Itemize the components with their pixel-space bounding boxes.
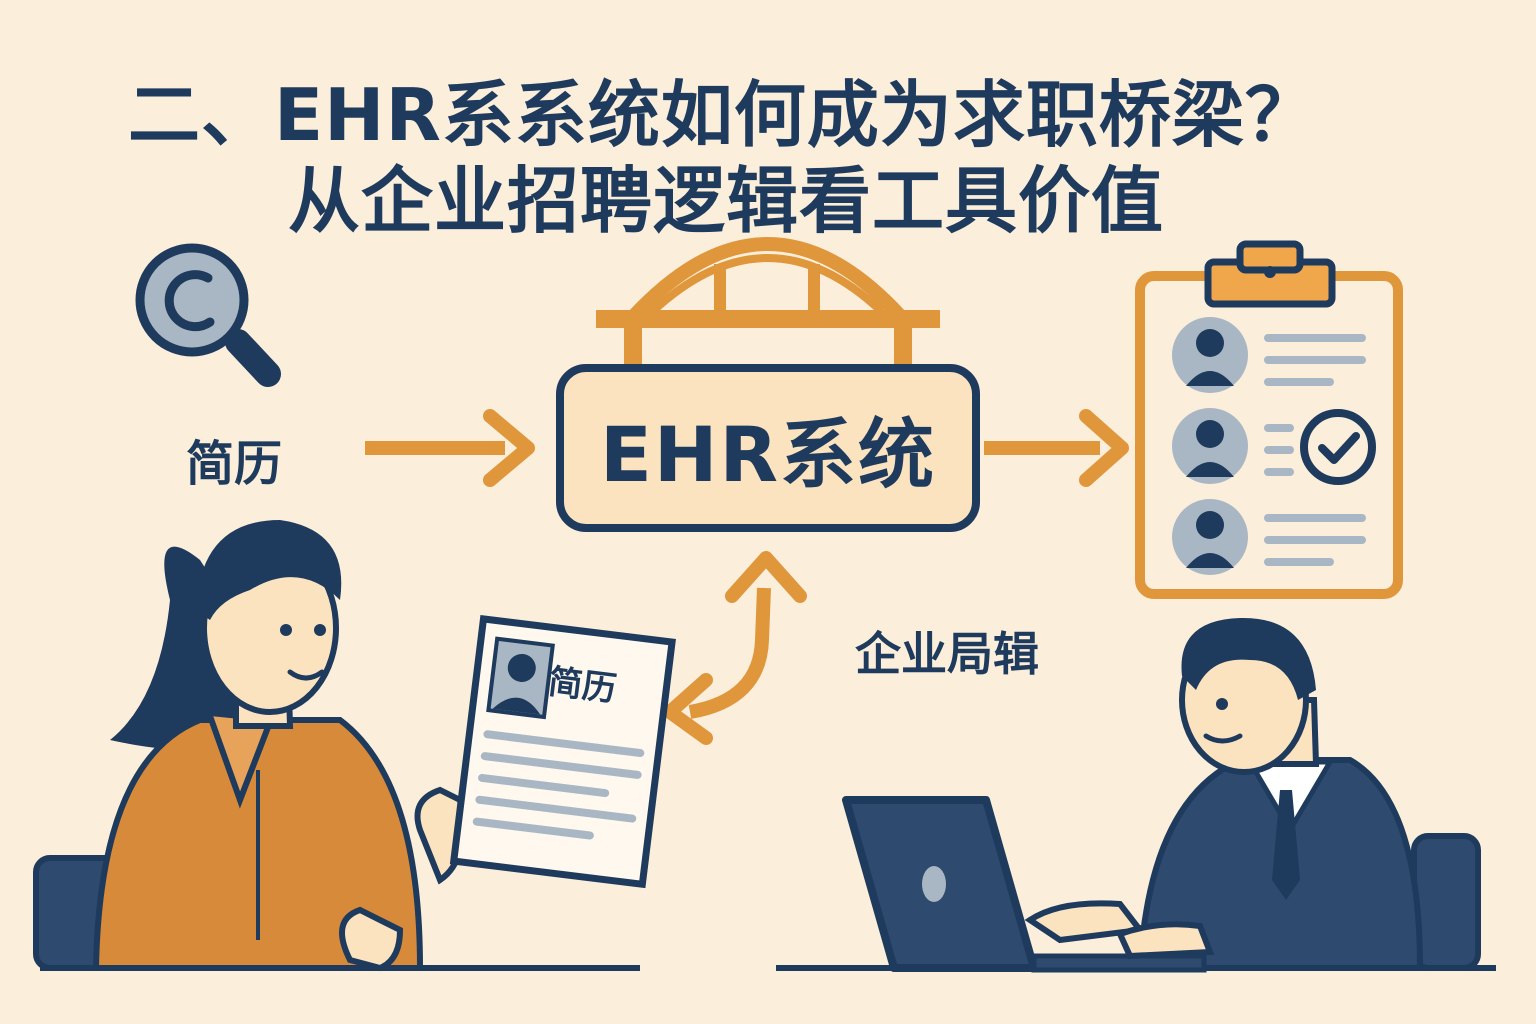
recruiter-illustration bbox=[1136, 617, 1481, 971]
resume-document bbox=[449, 615, 676, 889]
checkmark-icon bbox=[1300, 409, 1376, 485]
bridge-icon bbox=[596, 237, 940, 370]
magnifier-icon bbox=[135, 243, 281, 387]
feedback-arrow bbox=[663, 551, 807, 745]
laptop-icon bbox=[842, 796, 1215, 973]
job-seeker-illustration bbox=[33, 520, 466, 972]
resume-input-label: 简历 bbox=[186, 436, 283, 492]
candidate-row bbox=[1172, 317, 1366, 393]
ehr-system-box bbox=[556, 364, 980, 532]
enterprise-logic-label: 企业局辑 bbox=[855, 627, 1039, 681]
arrow-to-ehr bbox=[365, 409, 535, 487]
ehr-system-label: EHR系统 bbox=[599, 410, 937, 499]
arrow-to-candidates bbox=[984, 409, 1129, 487]
page-title-line-1: 二、EHR系系统如何成为求职桥梁？ bbox=[128, 73, 1318, 157]
resume-document-title: 简历 bbox=[546, 661, 619, 710]
candidate-row bbox=[1172, 499, 1366, 575]
candidate-row bbox=[1172, 408, 1376, 485]
page-title-line-2: 从企业招聘逻辑看工具价值 bbox=[288, 159, 1165, 243]
